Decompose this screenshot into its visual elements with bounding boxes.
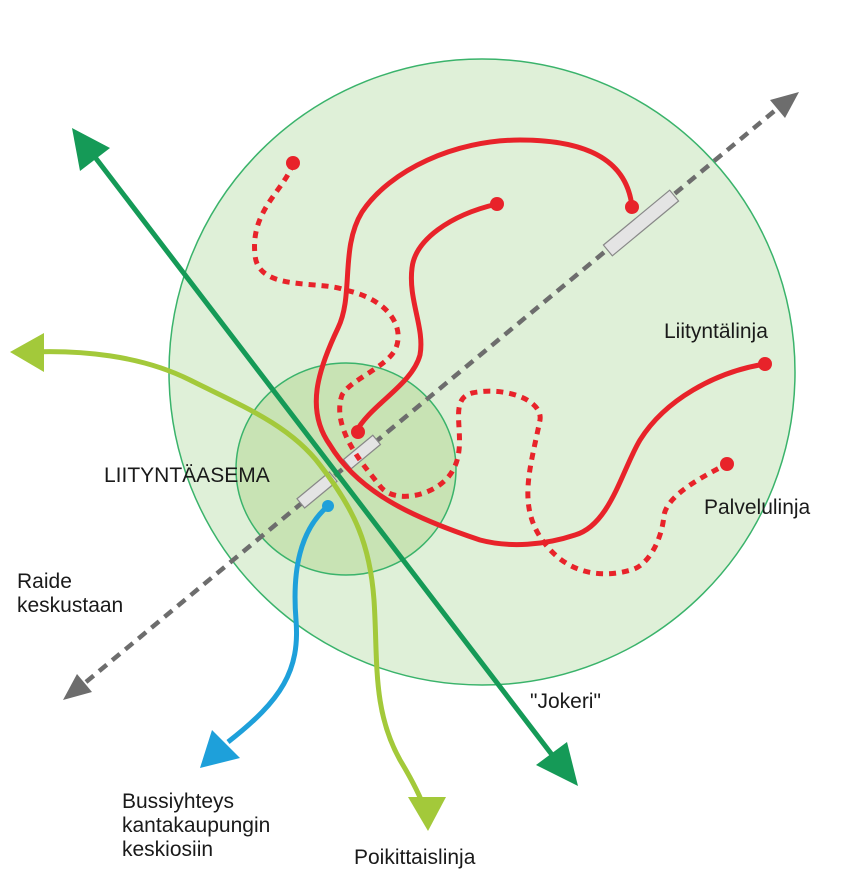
bus-stop-dot <box>322 500 334 512</box>
platform-third <box>602 189 680 257</box>
bus-arrowhead <box>200 730 240 768</box>
stop-dot <box>625 200 639 214</box>
cross-line-label: Poikittaislinja <box>354 846 476 869</box>
bus-label-line2: kantakaupungin <box>122 814 271 837</box>
stop-dot <box>351 425 365 439</box>
cross-arrowhead-s <box>408 797 446 831</box>
feeder-line-label: Liityntälinja <box>664 320 768 343</box>
stop-dot <box>758 357 772 371</box>
stop-dot <box>490 197 504 211</box>
feeder-line-upper <box>353 201 500 435</box>
rail-label-line1: Raide <box>17 570 72 593</box>
jokeri-arrowhead-se <box>536 742 578 786</box>
service-line-left <box>252 162 729 577</box>
stop-dot <box>286 156 300 170</box>
cross-arrowhead-w <box>10 333 44 372</box>
catchment-area-outer <box>168 58 796 686</box>
platform-main <box>296 471 338 509</box>
rail-arrowhead-ne <box>770 92 799 118</box>
station-label: LIITYNTÄASEMA <box>104 464 270 487</box>
stop-dot <box>720 457 734 471</box>
platform-second <box>342 434 382 470</box>
rail-arrowhead-sw <box>63 674 92 700</box>
bus-label-line1: Bussiyhteys <box>122 790 235 813</box>
bus-label-line3: keskiosiin <box>122 838 214 861</box>
cross-line <box>29 349 428 811</box>
jokeri-line <box>86 146 558 762</box>
feeder-line-loop <box>313 137 768 548</box>
rail-label-line2: keskustaan <box>17 594 124 617</box>
jokeri-label: "Jokeri" <box>530 690 601 713</box>
jokeri-arrowhead-nw <box>72 128 110 171</box>
service-line-label: Palvelulinja <box>704 496 811 519</box>
bus-line <box>226 504 330 744</box>
